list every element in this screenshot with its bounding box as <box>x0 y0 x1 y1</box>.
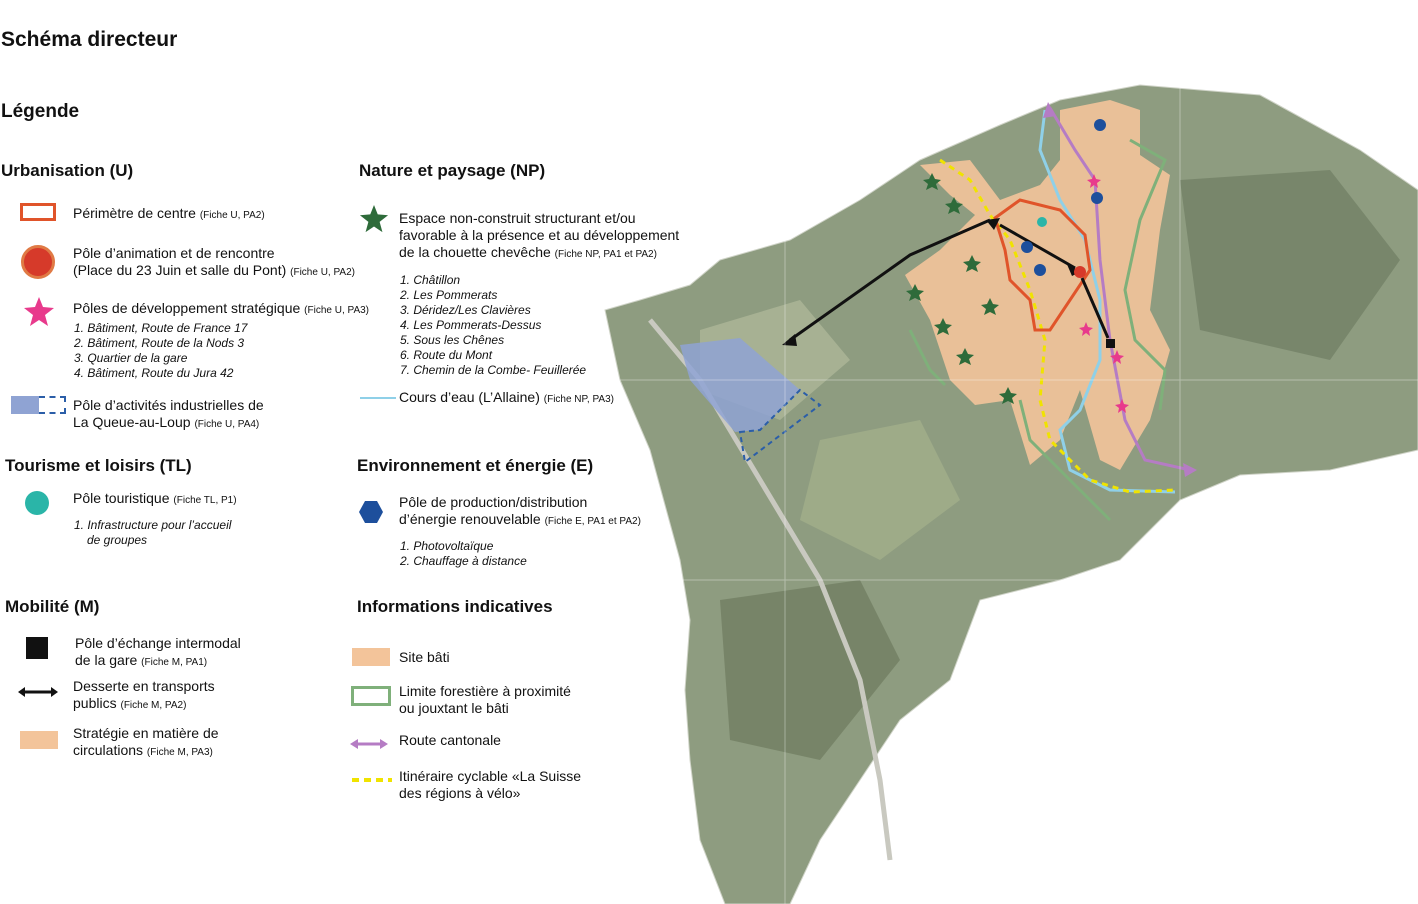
river-line-icon <box>360 397 396 399</box>
built-site-icon <box>352 648 390 666</box>
built-area <box>905 100 1170 470</box>
nature-star <box>956 348 974 365</box>
nature-star <box>981 298 999 315</box>
mobility-heading: Mobilité (M) <box>5 597 100 616</box>
forest-limit-icon <box>351 686 391 706</box>
cycle-route-label: Itinéraire cyclable «La Suisse des régio… <box>399 768 582 801</box>
nature-star <box>923 173 941 190</box>
legend-title: Légende <box>1 101 80 122</box>
nature-star <box>906 284 924 301</box>
industrial-pole-fill-icon <box>11 396 39 414</box>
cantonal-road-line <box>1048 107 1191 472</box>
nature-star <box>945 197 963 214</box>
strategic-star <box>1079 322 1093 336</box>
energy-marker[interactable] <box>1094 119 1106 131</box>
energy-marker[interactable] <box>1091 192 1103 204</box>
industrial-zone-planned <box>738 388 822 464</box>
road-arrow-north <box>1043 102 1056 118</box>
transit-arrowhead <box>986 218 1000 230</box>
forest-limit-west <box>908 329 947 387</box>
industrial-pole-label: Pôle d’activités industrielles de La Que… <box>73 397 264 430</box>
tourism-pole-marker[interactable] <box>1037 217 1047 227</box>
forest-limit-label: Limite forestière à proximité ou jouxtan… <box>399 683 571 716</box>
centre-perimeter <box>993 198 1092 332</box>
cycle-route-icon <box>352 778 392 782</box>
industrial-zone-existing <box>680 338 800 432</box>
tourism-pole-label: Pôle touristique (Fiche TL, P1) <box>73 490 237 506</box>
nature-markers <box>906 173 1017 404</box>
cycle-route-line <box>939 158 1176 494</box>
strategic-pole-star-icon <box>24 297 54 326</box>
strategic-star <box>1110 350 1124 364</box>
animation-pole-label: Pôle d’animation et de rencontre (Place … <box>73 245 355 278</box>
nature-star <box>999 387 1017 404</box>
road-arrow-south <box>1183 463 1197 477</box>
tourism-pole-list: 1. Infrastructure pour l’accueil de grou… <box>74 518 232 547</box>
nature-star-icon <box>359 204 389 233</box>
circulation-strategy-icon <box>20 731 58 749</box>
urbanisation-heading: Urbanisation (U) <box>1 161 134 180</box>
energy-pole-label: Pôle de production/distribution d’énergi… <box>399 494 641 527</box>
centre-perimeter-icon <box>20 203 56 221</box>
strategic-pole-list: 1. Bâtiment, Route de France 17 2. Bâtim… <box>74 321 248 380</box>
animation-pole-marker[interactable] <box>1074 266 1086 278</box>
energy-hexagon-icon <box>359 501 383 523</box>
strategic-pole-label: Pôles de développement stratégique (Fich… <box>73 300 370 316</box>
transit-arrowhead <box>782 334 797 346</box>
strategic-pole-markers <box>1079 174 1129 413</box>
circulation-strategy-label: Stratégie en matière de circulations (Fi… <box>73 725 219 758</box>
animation-pole-icon <box>21 245 55 279</box>
strategic-star <box>1087 174 1101 188</box>
forest-limit-east <box>1123 138 1167 411</box>
tourism-heading: Tourisme et loisirs (TL) <box>5 456 192 475</box>
transit-links <box>789 218 1110 342</box>
energy-marker[interactable] <box>1034 264 1046 276</box>
environment-heading: Environnement et énergie (E) <box>357 456 594 475</box>
nature-star <box>963 255 981 272</box>
river-allaine <box>1038 109 1176 494</box>
forest-patch <box>1180 170 1400 360</box>
transit-label: Desserte en transports publics (Fiche M,… <box>73 678 215 711</box>
map-grid <box>600 70 1418 904</box>
municipality-map[interactable] <box>600 70 1418 904</box>
strategic-star <box>1115 399 1129 413</box>
nature-heading: Nature et paysage (NP) <box>359 161 546 180</box>
forest-patch <box>720 580 900 760</box>
exchange-pole-marker[interactable] <box>1106 339 1115 348</box>
cantonal-road-icon <box>350 739 388 749</box>
river-label: Cours d’eau (L’Allaine) (Fiche NP, PA3) <box>399 389 614 405</box>
centre-perimeter-label: Périmètre de centre (Fiche U, PA2) <box>73 205 265 221</box>
industrial-pole-dashed-icon <box>39 396 66 414</box>
energy-marker[interactable] <box>1021 241 1033 253</box>
info-heading: Informations indicatives <box>357 597 553 616</box>
cantonal-road-label: Route cantonale <box>399 732 501 748</box>
nature-space-label: Espace non-construit structurant et/ou f… <box>399 210 680 260</box>
page-title: Schéma directeur <box>1 28 178 51</box>
forest-limit-south <box>1018 399 1112 522</box>
transit-arrow-icon <box>18 687 58 697</box>
nature-space-list: 1. Châtillon 2. Les Pommerats 3. Déridez… <box>400 273 587 377</box>
exchange-pole-label: Pôle d’échange intermodal de la gare (Fi… <box>75 635 241 668</box>
exchange-pole-icon <box>26 637 48 659</box>
energy-pole-list: 1. Photovoltaïque 2. Chauffage à distanc… <box>400 539 527 568</box>
built-site-label: Site bâti <box>399 649 450 665</box>
nature-star <box>934 318 952 335</box>
field-patch <box>800 420 960 560</box>
tourism-pole-icon <box>25 491 49 515</box>
